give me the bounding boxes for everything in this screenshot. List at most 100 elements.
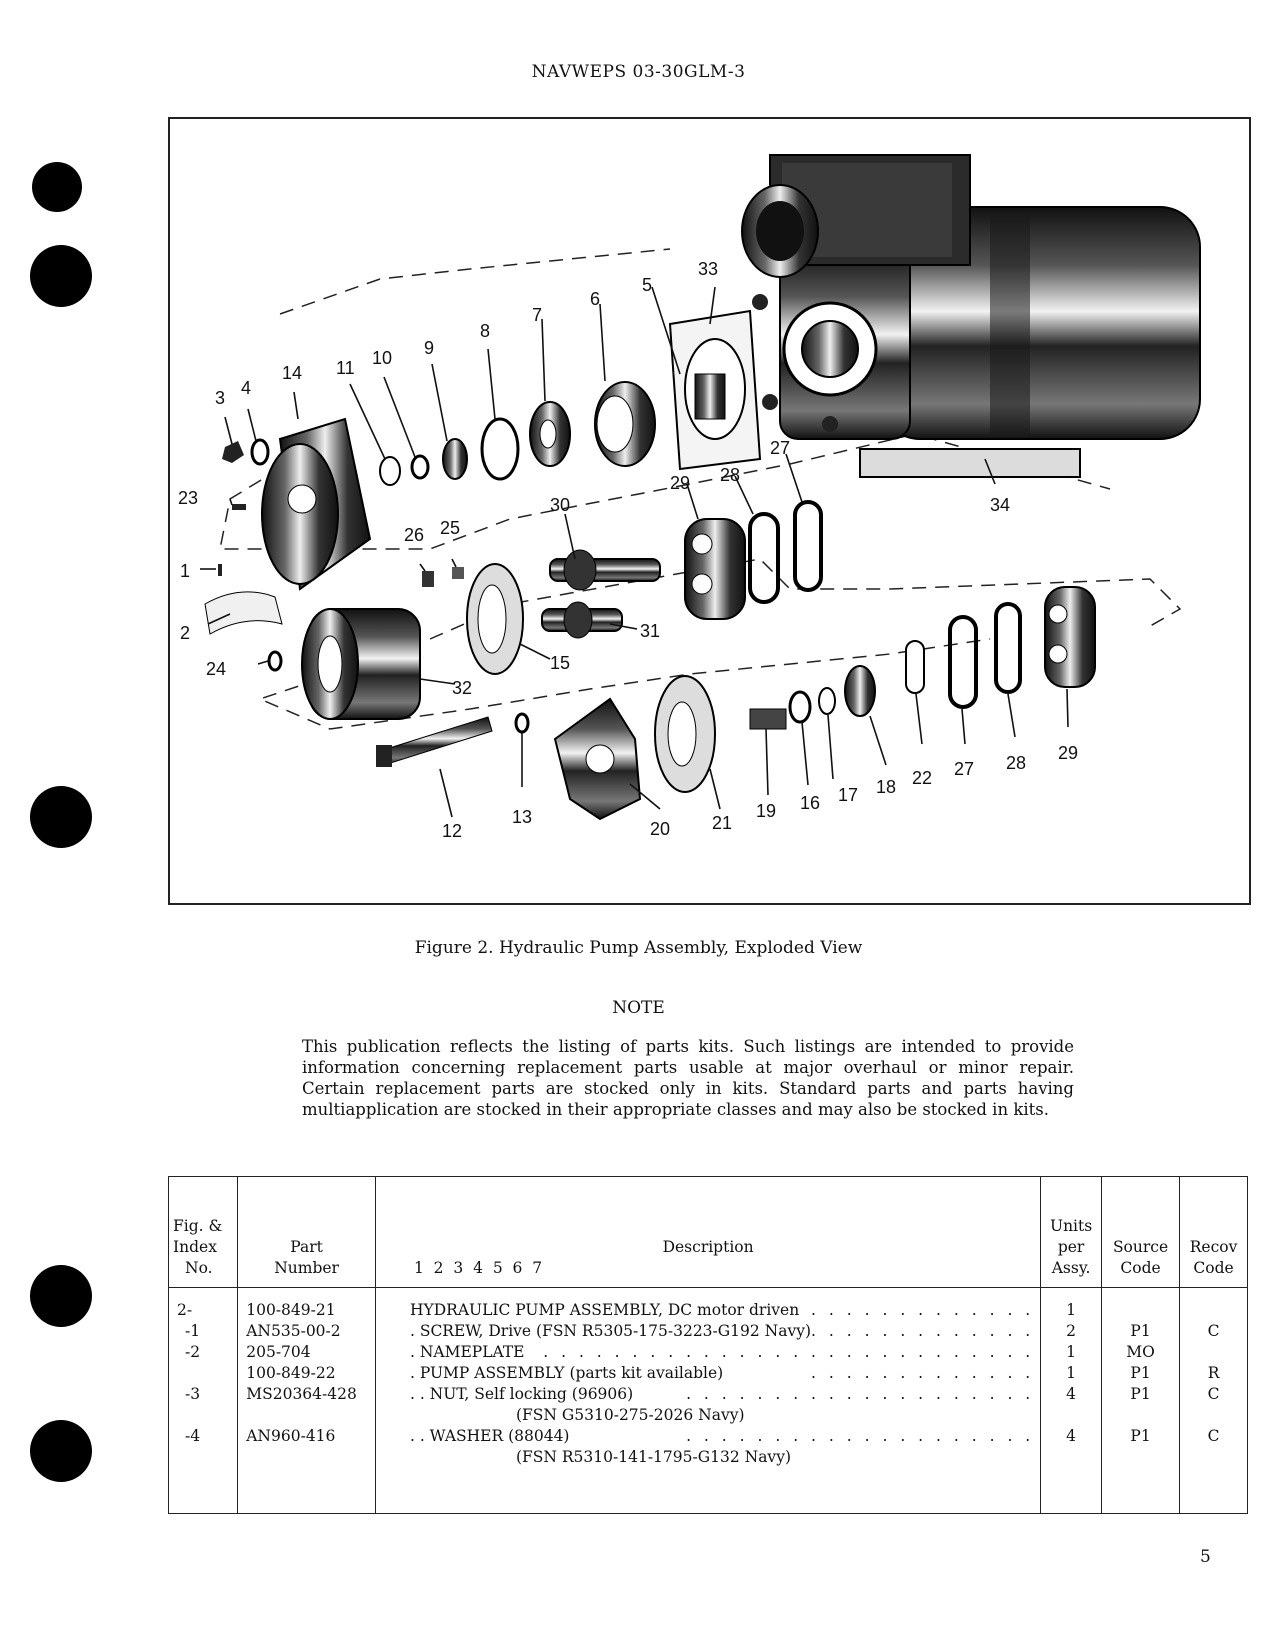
callout-11: 11 [336,358,355,378]
part-number-cell: 100-849-22 [246,1364,336,1382]
header-text: Fig. & [173,1217,223,1235]
description-text: . NAMEPLATE [409,1343,525,1361]
units-column: 1 2 1 1 4 4 [1040,1287,1102,1514]
description-cell: HYDRAULIC PUMP ASSEMBLY, DC motor driven… [409,1301,1035,1319]
part-number-cell-blank [246,1405,367,1426]
callout-1: 1 [180,561,190,581]
note-title: NOTE [612,998,665,1018]
part-25 [452,567,464,579]
source-code-cell: P1 [1130,1427,1151,1445]
ring-27-upper [793,500,823,592]
block-29-upper [684,518,746,620]
header-source-code: Source Code [1100,1176,1181,1288]
callout-9: 9 [424,338,434,358]
recov-code-cell-blank [1188,1405,1239,1426]
callout-33: 33 [698,259,718,279]
callout-16: 16 [800,793,820,813]
index-column: 2- -1 -2 -3 -4 [167,1287,239,1514]
callout-18: 18 [876,777,896,797]
units-cell: 4 [1066,1427,1077,1445]
callout-22: 22 [912,768,932,788]
index-cell: 2- [177,1301,193,1319]
gear-30 [549,549,661,591]
plate-22 [905,640,925,694]
header-text: No. [185,1259,213,1277]
source-code-cell [1110,1300,1171,1321]
callout-34: 34 [990,495,1010,515]
bearing-18 [844,665,876,717]
units-cell: 1 [1066,1343,1077,1361]
header-text: Index [173,1238,217,1256]
part-number-cell: 100-849-21 [246,1301,336,1319]
index-cell: -4 [185,1427,201,1445]
table-header-row: Fig. & Index No. Part Number Description… [167,1176,1248,1288]
body-20 [553,697,642,821]
source-code-column: P1 MO P1 P1 P1 [1100,1287,1181,1514]
ring-8 [480,417,520,481]
index-cell [177,1363,229,1384]
ring-28-upper [748,512,780,604]
cover-14 [261,417,372,591]
description-text: HYDRAULIC PUMP ASSEMBLY, DC motor driven [409,1301,800,1319]
punch-hole [32,162,82,212]
screw-1 [218,564,222,576]
recov-code-cell [1188,1342,1239,1363]
header-text: Recov [1189,1238,1238,1256]
description-cell: . . WASHER (88044). . . . . . . . . . . … [409,1427,1035,1445]
header-part-number: Part Number [237,1176,376,1288]
callout-5: 5 [642,275,652,295]
ring-16 [788,690,812,724]
block-29-lower [1044,586,1096,688]
description-continuation: (FSN R5310-141-1795-G132 Navy) [515,1448,791,1466]
source-code-cell: P1 [1130,1322,1151,1340]
source-code-cell: P1 [1130,1364,1151,1382]
index-cell-blank [177,1405,229,1426]
header-text: Code [1120,1259,1161,1277]
figure-caption: Figure 2. Hydraulic Pump Assembly, Explo… [414,938,863,958]
description-cell: . SCREW, Drive (FSN R5305-175-3223-G192 … [409,1322,1035,1340]
punch-hole [30,1420,92,1482]
header-text: per [1057,1238,1085,1256]
recov-code-cell: C [1207,1322,1220,1340]
bolt-12 [376,716,493,767]
header-text: Source [1112,1238,1169,1256]
source-code-cell: P1 [1130,1385,1151,1403]
callout-24: 24 [206,659,226,679]
header-text: Number [274,1259,339,1277]
punch-hole [30,1265,92,1327]
header-text: Assy. [1051,1259,1091,1277]
plate-15 [466,563,524,675]
callout-17: 17 [838,785,858,805]
parts-list-table: Fig. & Index No. Part Number Description… [167,1176,1248,1514]
callout-27: 27 [770,438,790,458]
note-body: This publication reflects the listing of… [302,1037,1074,1119]
callout-26: 26 [404,525,424,545]
nut-3 [222,441,244,463]
part-9 [442,438,468,480]
recov-code-column: C R C C [1179,1287,1248,1514]
header-text: Part [290,1238,323,1256]
callout-28b: 28 [1006,753,1026,773]
callout-15: 15 [550,653,570,673]
units-cell: 1 [1066,1301,1077,1319]
index-cell: -2 [185,1343,201,1361]
header-units-per-assy: Units per Assy. [1040,1176,1102,1288]
exploded-view-figure: 3 4 14 11 10 9 8 7 6 5 33 23 1 2 24 26 2… [168,117,1251,905]
callout-10: 10 [372,348,392,368]
callout-12: 12 [442,821,462,841]
callout-2: 2 [180,623,190,643]
washer-17 [818,687,836,715]
washer-4 [250,438,270,466]
part-number-cell: AN535-00-2 [246,1322,341,1340]
callout-31: 31 [640,621,660,641]
callout-23: 23 [178,488,198,508]
description-cell: . . NUT, Self locking (96906). . . . . .… [409,1385,1035,1403]
housing-32 [301,608,421,720]
ring-28-lower [994,602,1022,694]
header-text: Units [1050,1217,1093,1235]
callout-29: 29 [670,473,690,493]
callout-28: 28 [720,465,740,485]
callout-30: 30 [550,495,570,515]
units-cell: 2 [1066,1322,1077,1340]
index-cell: -1 [185,1322,201,1340]
